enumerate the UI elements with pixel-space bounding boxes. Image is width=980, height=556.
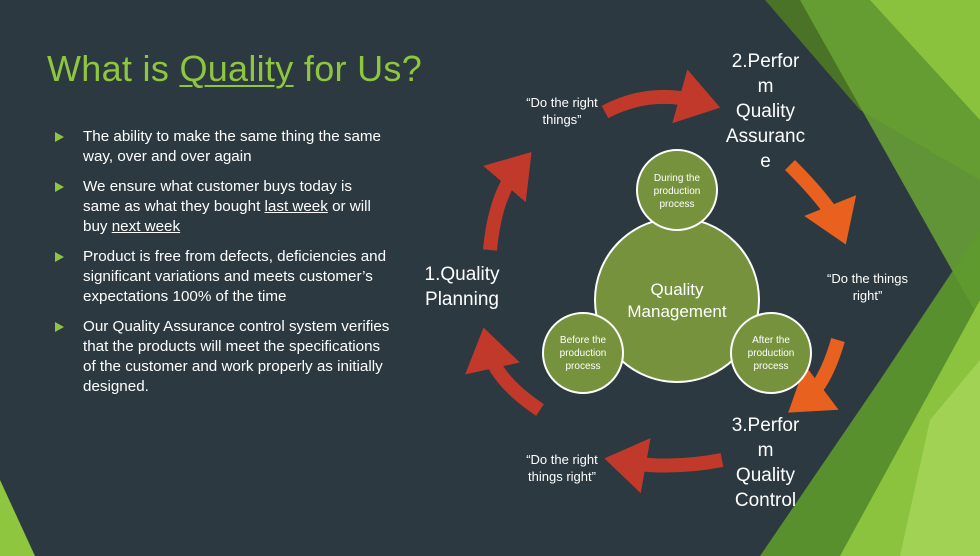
bullet-arrow-icon: [55, 252, 64, 262]
arrow-right-lower: [788, 338, 845, 413]
satellite-circle-right: [730, 312, 812, 394]
bullet-item: Product is free from defects, deficienci…: [53, 247, 393, 307]
bullet-text: Product is free from defects, deficienci…: [83, 248, 387, 305]
stage-1-label: 1.Quality Planning: [424, 264, 500, 310]
bullet-text: The ability to make the same thing the s…: [83, 128, 381, 165]
stage-2-label: 2.Perfor m Quality Assuranc e: [718, 49, 813, 174]
title-prefix: What is: [47, 48, 180, 89]
satellite-label-left: Before the production process: [559, 335, 607, 372]
page-title: What is Quality for Us?: [47, 48, 422, 90]
bullet-item: The ability to make the same thing the s…: [53, 127, 393, 167]
quote-top: “Do the right things”: [526, 95, 598, 127]
bullet-item: Our Quality Assurance control system ver…: [53, 317, 393, 397]
arrow-left-upper: [483, 152, 532, 251]
bullet-arrow-icon: [55, 322, 64, 332]
satellite-circle-left: [542, 312, 624, 394]
stage-2-line: m: [757, 76, 774, 97]
bullet-list: The ability to make the same thing the s…: [53, 127, 393, 407]
stage-3-line: Control: [734, 490, 797, 511]
bullet-text: or will buy: [83, 198, 371, 235]
next-week-link: next week: [111, 218, 181, 235]
satellite-label-top: During the production process: [653, 173, 701, 210]
bullet-item: We ensure what customer buys today is sa…: [53, 177, 393, 237]
center-label: Quality Management: [627, 280, 727, 321]
satellite-circle-top: [636, 149, 718, 231]
stage-2-line: Quality: [735, 101, 796, 122]
stage-2-line: Assuranc: [725, 126, 806, 147]
stage-2-line: e: [760, 151, 771, 172]
stage-3-label: 3.Perfor m Quality Control: [718, 413, 813, 513]
arrow-top: [601, 69, 721, 124]
title-suffix: for Us?: [293, 48, 423, 89]
arrow-right-upper: [785, 160, 857, 245]
arrow-left-lower: [465, 327, 544, 416]
stage-3-line: Quality: [735, 465, 796, 486]
bullet-text: Our Quality Assurance control system ver…: [83, 318, 390, 395]
satellite-label-right: After the production process: [747, 335, 795, 372]
last-week-link: last week: [264, 198, 328, 215]
quote-bottom: “Do the right things right”: [526, 452, 598, 484]
bullet-arrow-icon: [55, 182, 64, 192]
stage-2-line: 2.Perfor: [731, 51, 800, 72]
bullet-arrow-icon: [55, 132, 64, 142]
stage-3-line: 3.Perfor: [731, 415, 800, 436]
quote-right: “Do the things right”: [827, 271, 908, 303]
bullet-text: We ensure what customer buys today is sa…: [83, 178, 352, 215]
arrow-bottom: [604, 438, 724, 494]
title-highlight: Quality: [179, 48, 294, 89]
stage-3-line: m: [757, 440, 774, 461]
